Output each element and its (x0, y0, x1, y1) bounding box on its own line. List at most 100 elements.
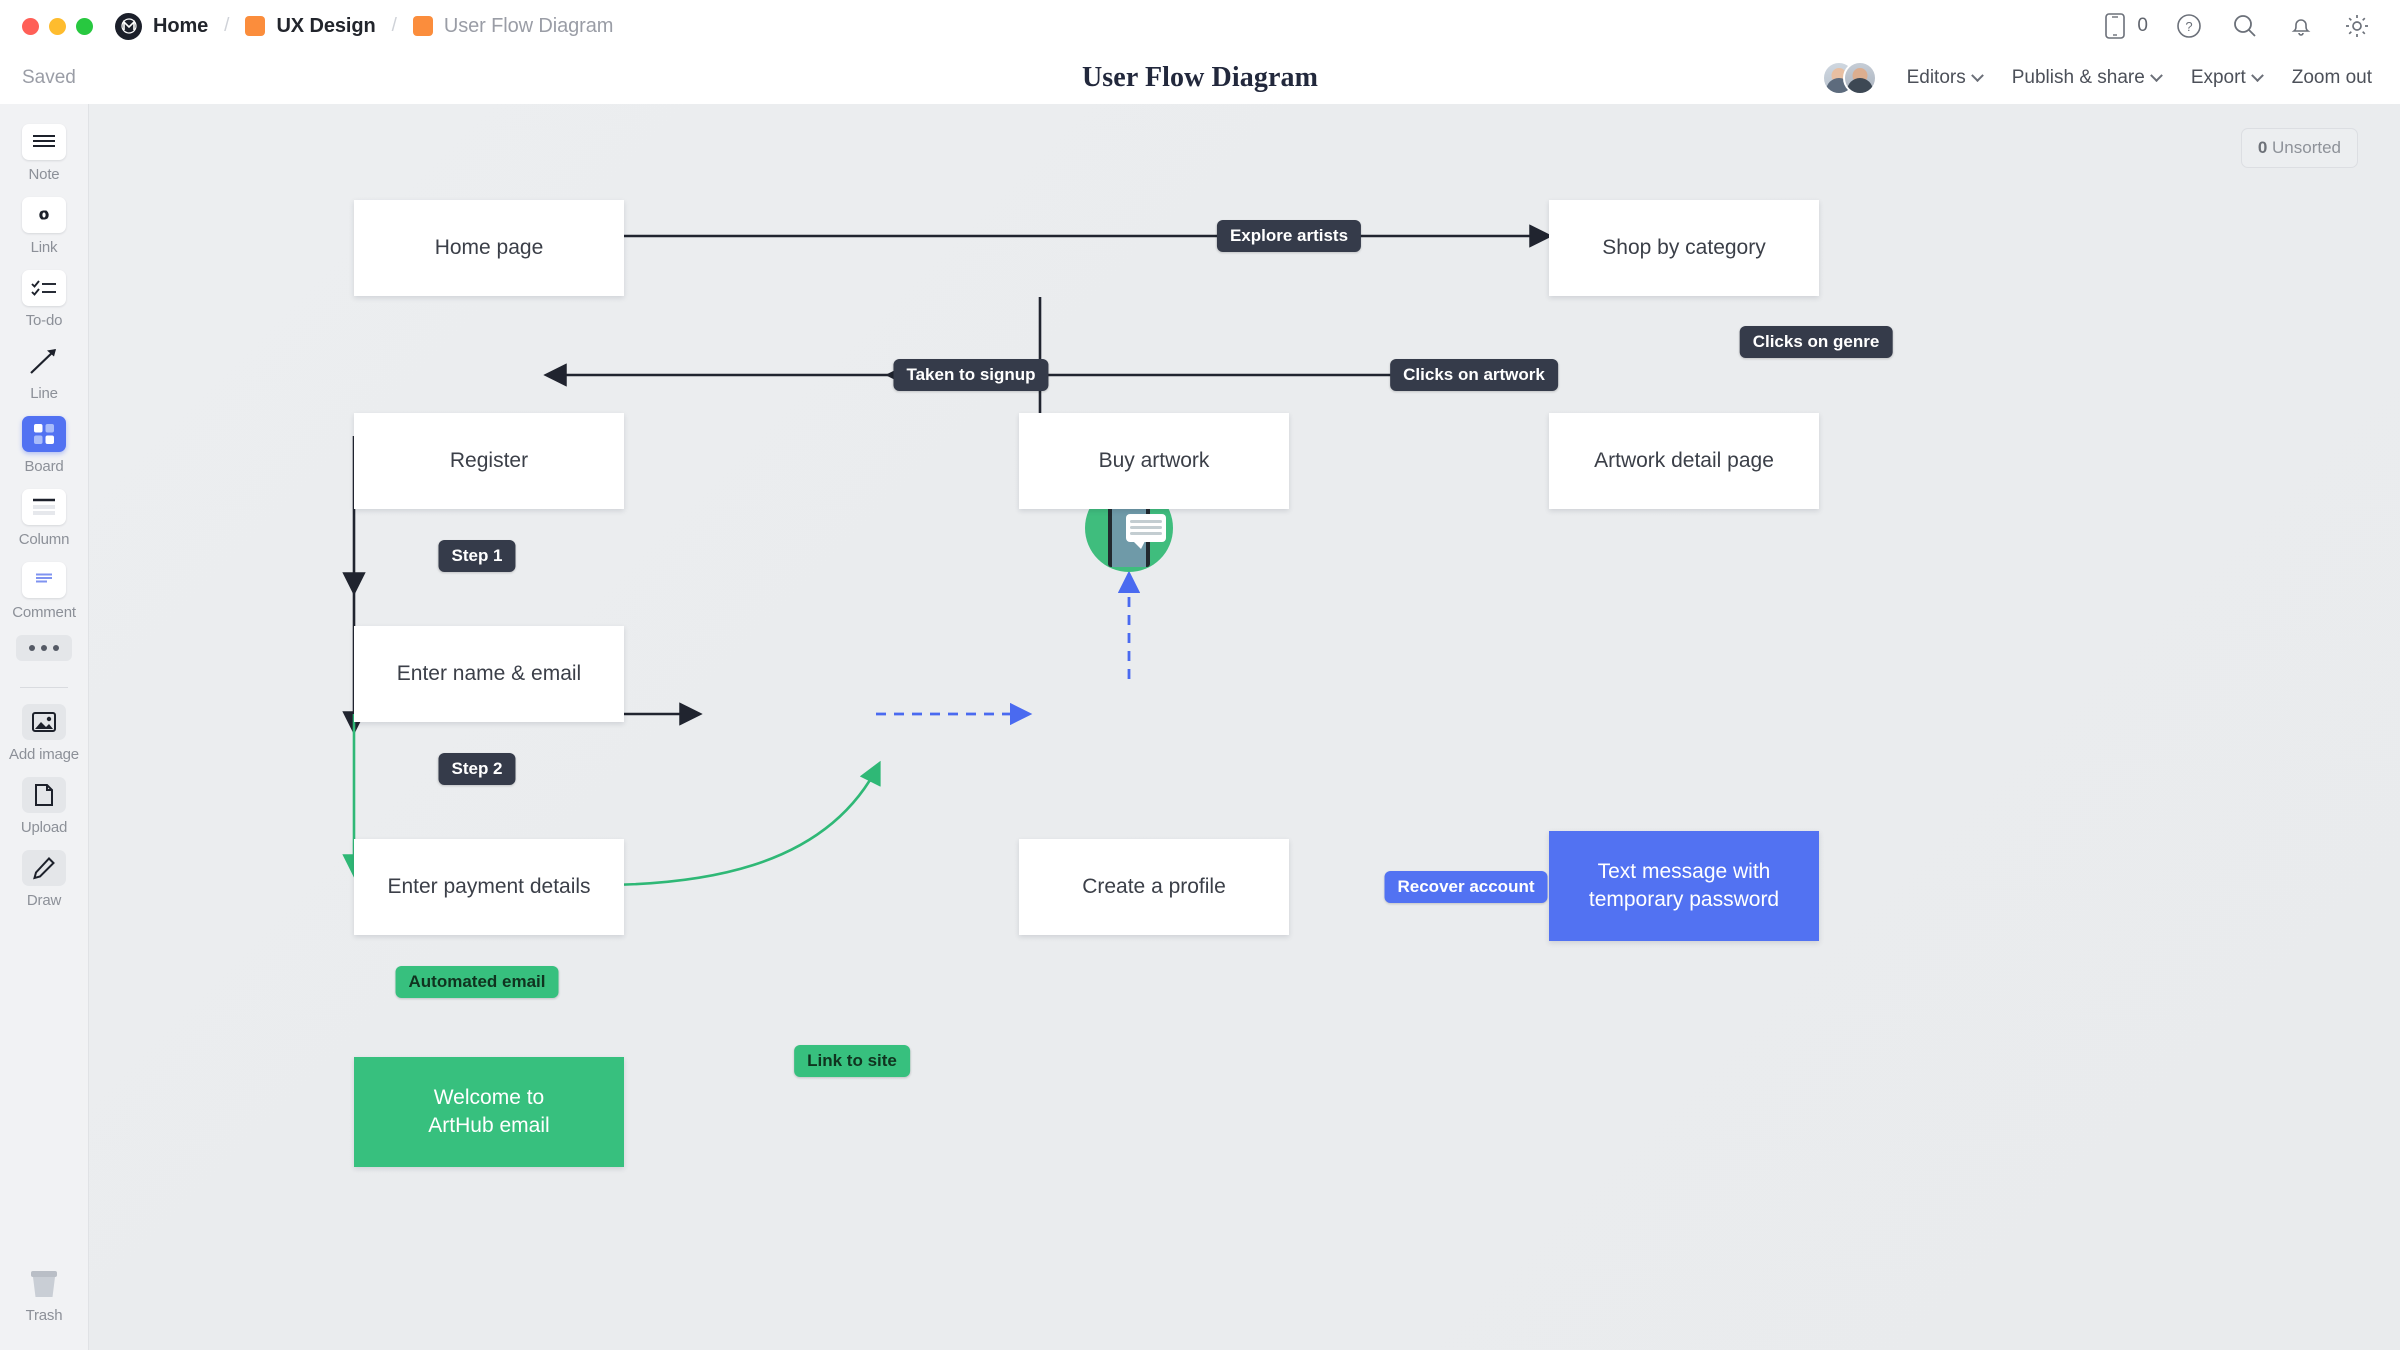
edge-label-text: Explore artists (1229, 226, 1349, 245)
node-shop-by-category[interactable]: Shop by category (1549, 200, 1819, 296)
zoom-out-label: Zoom out (2291, 67, 2372, 88)
phone-preview-button[interactable]: 0 (2100, 11, 2148, 41)
node-enter-payment-details[interactable]: Enter payment details (354, 839, 624, 935)
chevron-down-icon (1970, 68, 1984, 82)
sidebar-tool-label: To-do (25, 312, 63, 329)
edge-label-taken-to-signup[interactable]: Taken to signup (893, 359, 1049, 391)
search-icon[interactable] (2230, 11, 2260, 41)
help-icon[interactable]: ? (2174, 11, 2204, 41)
avatar (1842, 61, 1877, 95)
export-menu[interactable]: Export (2190, 67, 2264, 89)
column-icon (22, 489, 66, 525)
node-artwork-detail-page[interactable]: Artwork detail page (1549, 413, 1819, 509)
node-label: Register (449, 448, 529, 472)
sidebar-tool-line[interactable]: Line (0, 343, 88, 402)
maximize-window-button[interactable] (76, 17, 93, 35)
link-icon (22, 197, 66, 233)
sidebar-tool-label: Trash (25, 1307, 63, 1324)
orange-square-icon (412, 16, 433, 36)
edge-label-clicks-on-genre[interactable]: Clicks on genre (1739, 326, 1893, 358)
tools-sidebar: Note Link To-do Line Board Column (0, 104, 88, 1350)
sidebar-tool-label: Upload (20, 819, 68, 836)
sidebar-tool-label: Draw (26, 892, 62, 909)
breadcrumb-item-current: User Flow Diagram (443, 14, 614, 37)
unsorted-count: 0 (2257, 138, 2268, 157)
line-arrow-icon (22, 343, 66, 379)
node-buy-artwork[interactable]: Buy artwork (1019, 413, 1289, 509)
unsorted-badge[interactable]: 0 Unsorted (2240, 128, 2358, 168)
edge-label-step-2[interactable]: Step 2 (438, 753, 516, 785)
node-create-a-profile[interactable]: Create a profile (1019, 839, 1289, 935)
breadcrumb-item-ux-design[interactable]: UX Design (276, 14, 376, 37)
ellipsis-icon (16, 635, 72, 661)
sidebar-tool-label: Comment (12, 604, 76, 621)
sidebar-tool-draw[interactable]: Draw (0, 850, 88, 909)
sidebar-divider (20, 687, 68, 688)
node-label: Artwork detail page (1594, 448, 1774, 472)
bell-icon[interactable] (2286, 11, 2316, 41)
sidebar-tool-trash[interactable]: Trash (0, 1265, 88, 1324)
todo-icon (22, 270, 66, 306)
node-label: Home page (434, 235, 544, 259)
sidebar-tool-board[interactable]: Board (0, 416, 88, 475)
milanote-logo-icon[interactable] (115, 12, 142, 40)
node-label: Enter name & email (396, 661, 582, 685)
trash-icon (22, 1265, 66, 1301)
sidebar-tool-label: Link (30, 239, 58, 256)
editor-avatars[interactable] (1821, 61, 1877, 95)
edge-label-text: Clicks on genre (1752, 332, 1880, 351)
sidebar-tool-label: Add image (9, 746, 79, 763)
edge-label-explore-artists[interactable]: Explore artists (1216, 220, 1362, 252)
edge-label-clicks-on-artwork[interactable]: Clicks on artwork (1390, 359, 1558, 391)
diagram-canvas[interactable]: 0 Unsorted (88, 104, 2400, 1350)
window-titlebar: Home / UX Design / User Flow Diagram 0 ? (0, 0, 2400, 52)
publish-share-menu[interactable]: Publish & share (2012, 67, 2163, 89)
node-home-page[interactable]: Home page (354, 200, 624, 296)
gear-icon[interactable] (2342, 11, 2372, 41)
sidebar-tool-comment[interactable]: Comment (0, 562, 88, 621)
sidebar-tool-column[interactable]: Column (0, 489, 88, 548)
phone-icon (2100, 11, 2130, 41)
topbar-actions: 0 ? (2100, 11, 2372, 41)
sidebar-tool-link[interactable]: Link (0, 197, 88, 256)
minimize-window-button[interactable] (49, 17, 66, 35)
node-label: Create a profile (1082, 874, 1226, 898)
breadcrumb-separator: / (391, 15, 397, 36)
sidebar-tool-upload[interactable]: Upload (0, 777, 88, 836)
sidebar-tool-label: Note (28, 166, 60, 183)
editors-menu[interactable]: Editors (1906, 67, 1984, 89)
edge-label-text: Link to site (807, 1051, 897, 1070)
breadcrumb-item-home[interactable]: Home (153, 14, 209, 37)
unsorted-label: Unsorted (2272, 138, 2341, 157)
sidebar-tool-todo[interactable]: To-do (0, 270, 88, 329)
edge-label-step-1[interactable]: Step 1 (438, 540, 516, 572)
edge-label-automated-email[interactable]: Automated email (395, 966, 559, 998)
sidebar-more-options[interactable] (0, 635, 88, 661)
node-register[interactable]: Register (354, 413, 624, 509)
editors-menu-label: Editors (1906, 67, 1966, 88)
node-label: Shop by category (1602, 235, 1766, 259)
edge-label-text: Clicks on artwork (1403, 365, 1545, 384)
sidebar-tool-label: Column (18, 531, 70, 548)
close-window-button[interactable] (22, 17, 39, 35)
edge-label-text: Automated email (408, 972, 546, 991)
node-welcome-arthub-email[interactable]: Welcome to ArtHub email (354, 1057, 624, 1167)
sidebar-tool-add-image[interactable]: Add image (0, 704, 88, 763)
node-enter-name-email[interactable]: Enter name & email (354, 626, 624, 722)
chevron-down-icon (2250, 68, 2264, 82)
add-image-icon (22, 704, 66, 740)
svg-text:?: ? (2185, 19, 2192, 34)
node-text-message-temp-password[interactable]: Text message with temporary password (1549, 831, 1819, 941)
export-label: Export (2190, 67, 2246, 88)
edge-label-recover-account[interactable]: Recover account (1384, 871, 1548, 903)
node-label: Welcome to ArtHub email (428, 1085, 550, 1137)
sidebar-tool-note[interactable]: Note (0, 124, 88, 183)
zoom-out-button[interactable]: Zoom out (2292, 67, 2372, 89)
edge-label-link-to-site[interactable]: Link to site (794, 1045, 910, 1077)
page-title[interactable]: User Flow Diagram (1081, 62, 1319, 93)
toolbar-actions: Editors Publish & share Export Zoom out (1821, 61, 2372, 95)
comment-icon (22, 562, 66, 598)
document-toolbar: Saved User Flow Diagram Editors Publish … (0, 52, 2400, 104)
traffic-lights (22, 17, 93, 35)
upload-icon (22, 777, 66, 813)
